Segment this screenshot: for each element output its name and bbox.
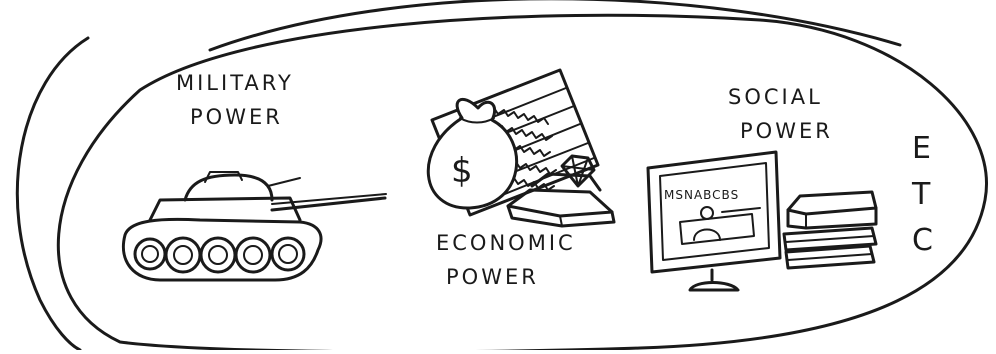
military-label-line1: MILITARY	[176, 71, 294, 95]
military-label-line2: POWER	[190, 105, 283, 129]
money-bag-icon: $	[426, 97, 518, 210]
etc-letter-c: C	[912, 223, 933, 258]
outer-top-arc	[208, 0, 902, 52]
social-label-line2: POWER	[740, 119, 833, 143]
diamond-icon	[560, 154, 596, 188]
etc-letter-t: T	[911, 177, 931, 212]
etc-label: E T C	[911, 131, 933, 258]
economic-label-line2: POWER	[446, 265, 539, 289]
social-label-line1: SOCIAL	[728, 85, 823, 109]
money-bag-dollar-sign: $	[451, 151, 473, 191]
tv-channel-text: MSNABCBS	[664, 188, 739, 202]
book-stack-icon	[782, 190, 878, 270]
tank-icon	[122, 171, 387, 282]
etc-letter-e: E	[912, 131, 931, 166]
left-swoosh	[15, 36, 90, 352]
gold-bars-icon	[506, 172, 616, 228]
economic-label-line1: ECONOMIC	[436, 231, 576, 255]
tv-monitor-icon: MSNABCBS	[646, 150, 782, 292]
